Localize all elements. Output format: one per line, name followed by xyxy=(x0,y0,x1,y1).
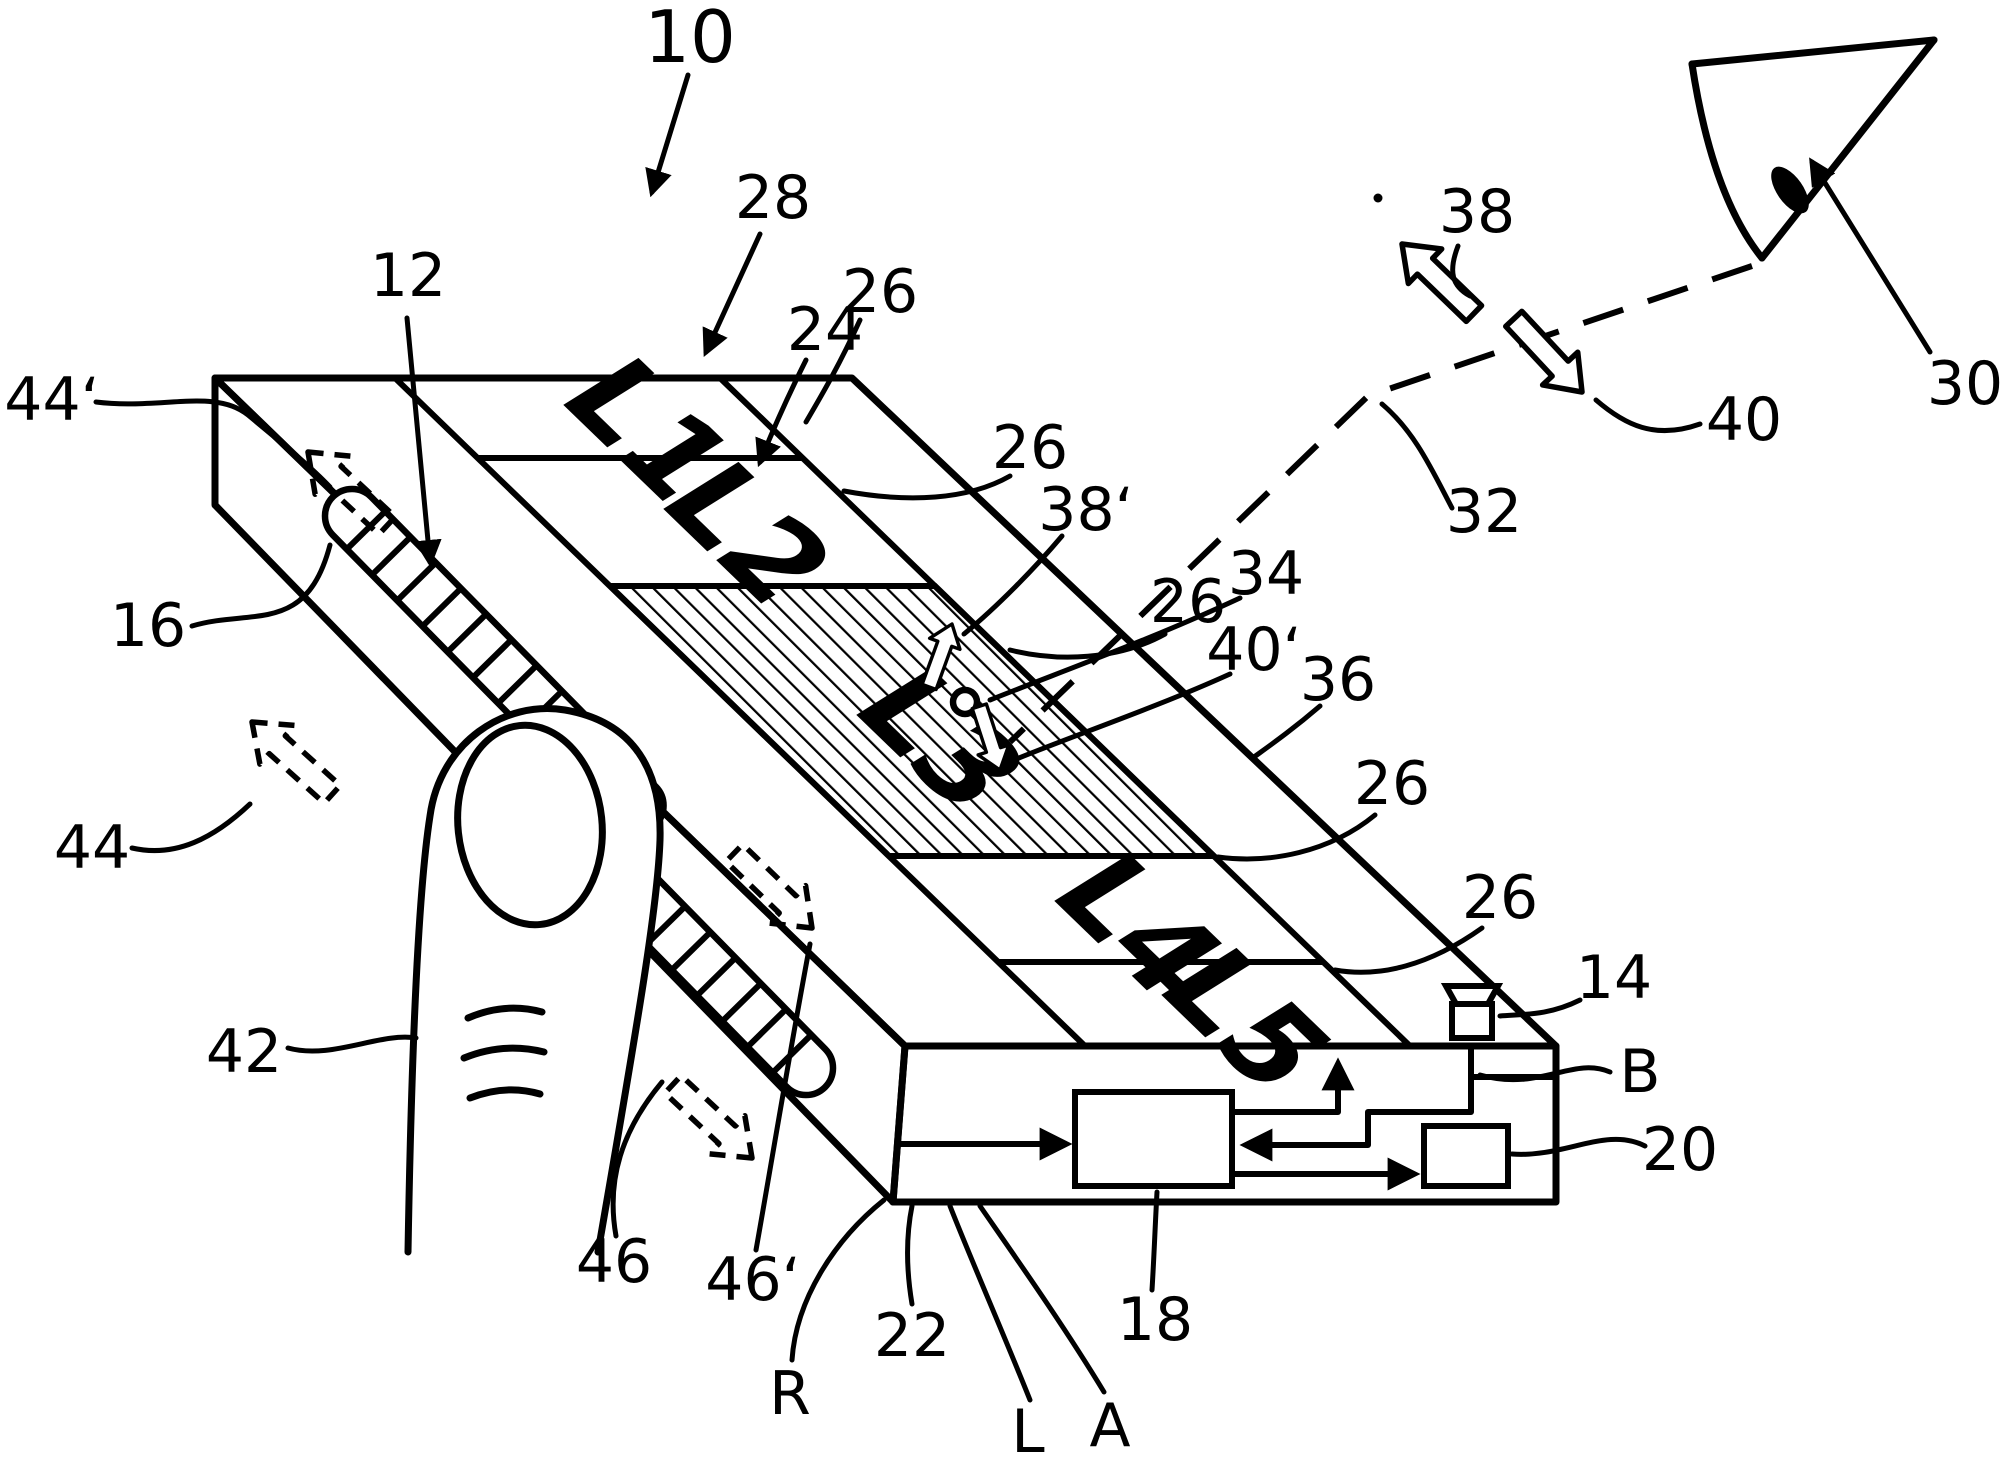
label-10: 10 xyxy=(644,0,736,79)
leader-38p xyxy=(961,533,1065,637)
label-24: 24 xyxy=(787,295,863,365)
leader-26c xyxy=(1007,631,1168,660)
leader-R xyxy=(789,1197,887,1363)
label-44: 44 xyxy=(54,813,130,883)
finger-icon xyxy=(404,705,664,1256)
label-38: 38 xyxy=(1439,177,1515,247)
controller-box-18 xyxy=(1072,1089,1235,1189)
leader-42 xyxy=(285,1034,419,1054)
leader-20 xyxy=(1509,1136,1648,1157)
leader-36 xyxy=(1251,703,1323,760)
leader-32 xyxy=(1379,401,1455,511)
label-30: 30 xyxy=(1927,349,2003,419)
label-22: 22 xyxy=(874,1301,950,1371)
direction-arrow-38-icon xyxy=(1399,241,1485,325)
label-14: 14 xyxy=(1576,943,1652,1013)
battery-box-B xyxy=(1468,1046,1556,1080)
motion-arrow-44p-icon xyxy=(305,449,398,538)
label-32: 32 xyxy=(1446,477,1522,547)
label-R: R xyxy=(769,1359,811,1429)
leader-12 xyxy=(404,315,442,568)
motion-arrow-46-icon xyxy=(662,1072,755,1161)
label-26d: 26 xyxy=(1354,749,1430,819)
leader-L xyxy=(947,1203,1033,1403)
leader-46p xyxy=(753,941,813,1253)
motion-arrow-46p-icon xyxy=(723,841,815,931)
leader-22 xyxy=(905,1203,915,1307)
label-26e: 26 xyxy=(1462,863,1538,933)
leader-18 xyxy=(1149,1189,1160,1293)
label-44p: 44‘ xyxy=(4,365,99,435)
leader-44p xyxy=(93,398,333,490)
mini-arrow-up-icon xyxy=(920,622,962,692)
finger-fill xyxy=(408,708,661,1252)
leader-14 xyxy=(1497,997,1583,1019)
display-wire-arrow xyxy=(1232,1057,1355,1115)
leader-16 xyxy=(189,542,333,629)
leader-26a xyxy=(803,317,863,425)
leader-46 xyxy=(610,1079,665,1239)
label-46: 46 xyxy=(576,1227,652,1297)
motion-arrow-44-icon xyxy=(249,719,344,806)
label-40p: 40‘ xyxy=(1206,615,1301,685)
eye-icon xyxy=(1688,36,1938,262)
battery-wire-arrow xyxy=(1239,1077,1474,1162)
segment-l3-hatched-area xyxy=(602,583,1222,859)
label-12: 12 xyxy=(370,241,446,311)
label-18: 18 xyxy=(1117,1285,1193,1355)
label-36: 36 xyxy=(1300,645,1376,715)
fingernail xyxy=(454,721,606,929)
label-L: L xyxy=(1011,1397,1045,1458)
label-28: 28 xyxy=(735,163,811,233)
label-20: 20 xyxy=(1642,1115,1718,1185)
display-segments: L1 L2 L3 L4 L5 xyxy=(530,338,1361,1112)
leader-10 xyxy=(645,72,691,198)
leader-B xyxy=(1477,1065,1613,1083)
label-16: 16 xyxy=(110,591,186,661)
label-46p: 46‘ xyxy=(705,1245,800,1315)
segment-l3-indicators xyxy=(920,622,1011,772)
eye-pupil xyxy=(1771,166,1809,214)
device-front-face xyxy=(889,1042,1560,1206)
label-B: B xyxy=(1619,1037,1660,1107)
leader-30 xyxy=(1809,157,1933,355)
label-38p: 38‘ xyxy=(1038,475,1133,545)
knuckle-creases xyxy=(460,1004,548,1102)
leader-A xyxy=(977,1203,1107,1395)
leader-lines xyxy=(93,72,1933,1403)
stray-dot xyxy=(1373,193,1383,203)
label-26b: 26 xyxy=(992,413,1068,483)
leader-34 xyxy=(987,595,1243,703)
leader-26d xyxy=(1215,812,1378,862)
finger-outline xyxy=(404,705,664,1256)
leader-26e xyxy=(1332,925,1485,975)
memory-box-20 xyxy=(1421,1123,1511,1189)
device-body xyxy=(211,374,1560,1206)
camera-icon xyxy=(1440,983,1504,1041)
leader-26b xyxy=(841,473,1013,501)
direction-arrow-40-icon xyxy=(1503,308,1585,395)
label-A: A xyxy=(1089,1391,1130,1458)
label-42: 42 xyxy=(206,1017,282,1087)
leader-40 xyxy=(1593,397,1703,434)
leader-28 xyxy=(702,231,763,358)
label-34: 34 xyxy=(1228,539,1304,609)
leader-24 xyxy=(755,357,809,468)
label-26a: 26 xyxy=(842,257,918,327)
leader-38 xyxy=(1450,243,1473,299)
mini-arrow-down-icon xyxy=(970,702,1011,772)
leader-44 xyxy=(129,801,253,854)
label-40: 40 xyxy=(1706,385,1782,455)
reference-labels: 10 12 28 24 26 26 26 26 26 38 30 40 32 3… xyxy=(4,0,2003,1458)
label-26c: 26 xyxy=(1150,567,1226,637)
leader-40p xyxy=(1011,671,1233,763)
